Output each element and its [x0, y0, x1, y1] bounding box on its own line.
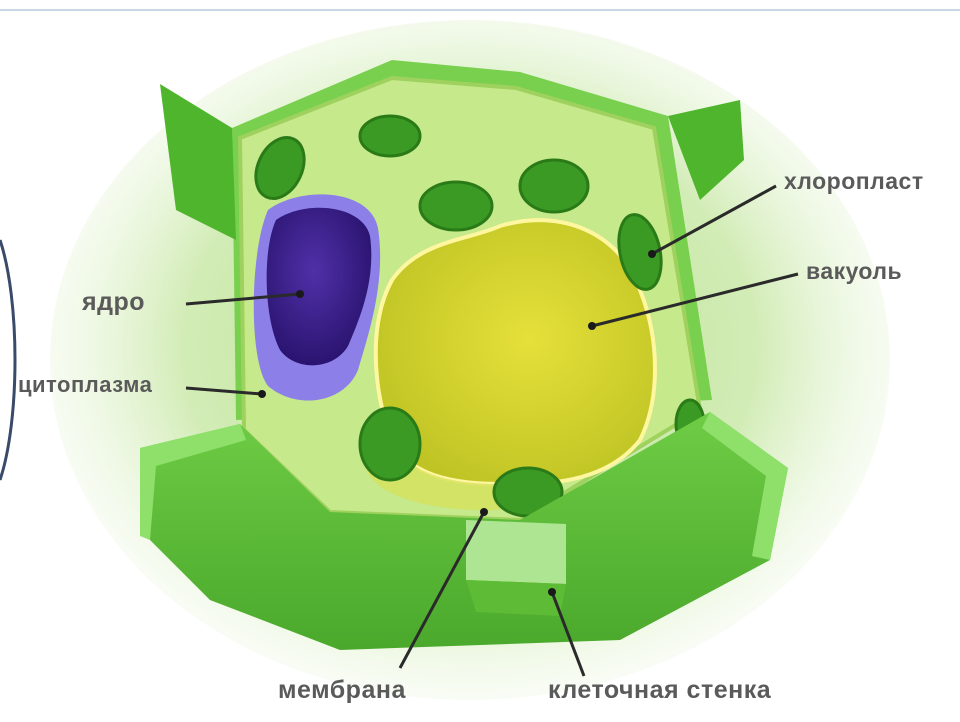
cell-wall-notch-step	[466, 580, 566, 616]
chloroplast	[420, 182, 492, 230]
label-cell-wall: клеточная стенка	[548, 676, 771, 705]
cell-wall-notch	[466, 520, 566, 584]
label-cytoplasm: цитоплазма	[18, 372, 152, 398]
label-nucleus: ядро	[82, 288, 145, 317]
label-chloroplast: хлоропласт	[784, 168, 924, 195]
label-vacuole: вакуоль	[806, 258, 902, 285]
chloroplast	[360, 116, 420, 156]
chloroplast	[360, 408, 420, 480]
label-membrane: мембрана	[278, 676, 406, 705]
chloroplast	[520, 160, 588, 212]
